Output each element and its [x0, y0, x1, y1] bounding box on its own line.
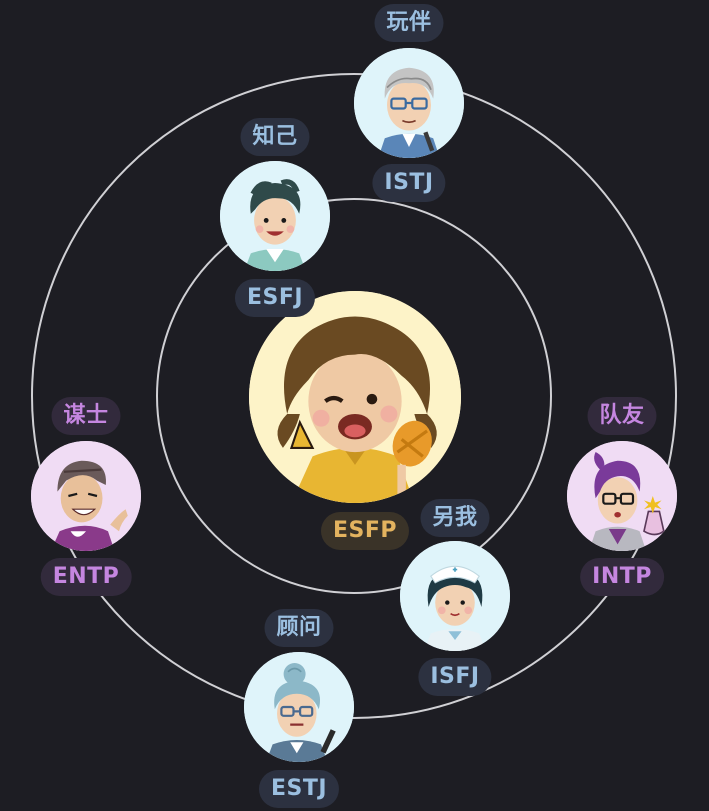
- smiling-man-icon: [220, 161, 330, 271]
- avatar-isfj[interactable]: [400, 541, 510, 651]
- node-role-label: 谋士: [51, 397, 121, 435]
- node-role-label: 顾问: [264, 609, 334, 647]
- node-role-label: 另我: [420, 499, 490, 537]
- node-type-label: ENTP: [40, 558, 132, 596]
- curly-hair-person-icon: [249, 291, 461, 503]
- avatar-istj[interactable]: [354, 48, 464, 158]
- avatar-entp[interactable]: [31, 441, 141, 551]
- inner-orbit: [156, 198, 552, 594]
- nurse-icon: [400, 541, 510, 651]
- node-role-label: 队友: [587, 397, 657, 435]
- avatar-estj[interactable]: [244, 652, 354, 762]
- avatar-esfj[interactable]: [220, 161, 330, 271]
- outer-orbit: [31, 73, 677, 719]
- avatar-intp[interactable]: [567, 441, 677, 551]
- node-role-label: 玩伴: [374, 4, 444, 42]
- glasses-elder-icon: [354, 48, 464, 158]
- node-type-label: ESFJ: [234, 279, 316, 317]
- node-type-label: INTP: [580, 558, 664, 596]
- center-type-label: ESFP: [320, 512, 410, 550]
- center-avatar-esfp[interactable]: [249, 291, 461, 503]
- node-type-label: ISTJ: [372, 164, 446, 202]
- node-role-label: 知己: [240, 118, 310, 156]
- node-type-label: ISFJ: [418, 658, 492, 696]
- node-type-label: ESTJ: [258, 770, 340, 808]
- scientist-woman-icon: [567, 441, 677, 551]
- bun-hair-woman-icon: [244, 652, 354, 762]
- pointing-man-icon: [31, 441, 141, 551]
